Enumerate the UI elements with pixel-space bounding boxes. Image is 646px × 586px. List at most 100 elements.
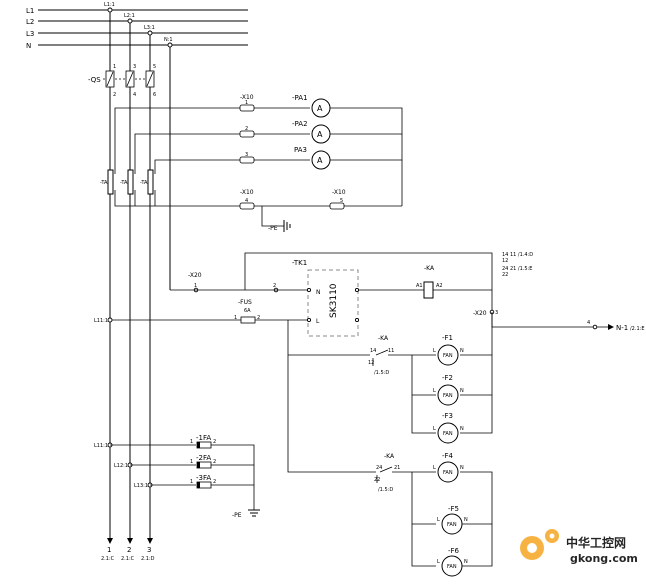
- fa1-label: -1FA: [196, 434, 211, 442]
- arrow-3-icon: [147, 538, 153, 544]
- ct-2-label: -TA: [120, 180, 128, 186]
- qs-blade-1: [106, 71, 114, 87]
- f4-label: -F4: [442, 452, 454, 460]
- ka1-label: -KA: [378, 335, 389, 342]
- contact-ref-3: 24 21 /1.5:E: [502, 266, 532, 272]
- qs-blade-3: [146, 71, 154, 87]
- bottom-num-2: 2: [127, 546, 131, 554]
- tap-l1: [107, 7, 113, 13]
- l13-label: L13:1: [134, 483, 148, 489]
- pa-return-2: [330, 134, 403, 161]
- pa1-label: -PA1: [292, 94, 308, 102]
- ka1-contact: [375, 349, 389, 356]
- fan-6-l: L: [437, 559, 440, 565]
- fan-6-n: N: [464, 559, 468, 565]
- fan-l-45: [411, 472, 436, 525]
- fa-branch: L11:1 L12:1 L13:1 -1FA -2FA -3FA 1 2 1 2…: [94, 434, 260, 519]
- fan-l-56: [411, 524, 436, 567]
- fan-l-23: [411, 395, 436, 434]
- fus-n1: 1: [234, 315, 237, 321]
- fa3-n2: 2: [213, 479, 216, 485]
- ammeter-2-sym: A: [317, 130, 323, 139]
- x20-n2: 2: [273, 283, 276, 289]
- out-ref: /2.1:E: [630, 326, 644, 332]
- bottom-num-1: 1: [107, 546, 111, 554]
- bus-l2-label: L2: [26, 18, 34, 26]
- x20r-n: 3: [495, 310, 498, 316]
- fus-label: -FUS: [238, 299, 252, 306]
- l11-tap: [107, 317, 113, 323]
- ka2-n1: 24: [376, 465, 382, 471]
- tap-n: [167, 42, 173, 48]
- l11-label: L11:1: [94, 318, 108, 324]
- ka2-feed: [287, 355, 376, 473]
- fan-1-icon: [437, 344, 459, 366]
- x10b-label: -X10: [240, 189, 254, 196]
- fan-circuit: -KA 14 11 12 /1.5:D -F1 -F2 -F3 FAN FAN …: [287, 320, 493, 577]
- ct2-wire: [134, 133, 240, 174]
- fa1-n1: 1: [190, 439, 193, 445]
- ammeters: -X10 1 2 3 -PA1 -PA2 PA3 A A A -X10 4 -X…: [239, 94, 403, 232]
- bottom-num-3: 3: [147, 546, 151, 554]
- ka2-n2: 21: [394, 465, 400, 471]
- fan-n-56: [460, 524, 493, 567]
- fan-1-n: N: [460, 348, 464, 354]
- ka-coil-icon: [423, 281, 434, 299]
- f6-label: -F6: [448, 547, 460, 555]
- x20-label: -X20: [188, 272, 202, 279]
- fan-5-icon: [441, 513, 463, 535]
- qs-blade-2: [126, 71, 134, 87]
- x10b2-label: -X10: [332, 189, 346, 196]
- tk-label: -TK1: [292, 259, 307, 267]
- fa-link-23: [211, 465, 255, 486]
- pe2-label: -PE: [232, 512, 242, 519]
- fan-6-icon: [441, 555, 463, 577]
- gear-icon: [520, 529, 559, 560]
- pa-return-1: [330, 107, 403, 135]
- f2-label: -F2: [442, 374, 453, 382]
- tap-l3: [147, 30, 153, 36]
- arrow-2-icon: [127, 538, 133, 544]
- out-num: 4: [587, 320, 590, 326]
- contact-ref-1: 14 11 /1.4:D: [502, 252, 533, 258]
- fus-n2: 2: [257, 315, 260, 321]
- fan-5-sym: FAN: [447, 522, 457, 528]
- qs-p3: 3: [133, 64, 136, 70]
- pe1-label: -PE: [268, 225, 278, 232]
- fa2-n2: 2: [213, 459, 216, 465]
- bus-n-label: N: [26, 42, 31, 50]
- sk-n-label: N: [316, 289, 321, 296]
- x20r-label: -X20: [473, 310, 487, 317]
- ammeter-1-sym: A: [317, 104, 323, 113]
- ct-2: [127, 169, 134, 195]
- x20-n1: 1: [194, 283, 197, 289]
- watermark-title: 中华工控网: [566, 535, 626, 550]
- tap-l1-label: L1:1: [104, 2, 115, 8]
- pa3-label: PA3: [294, 146, 307, 154]
- tap-l2-label: L2:1: [124, 13, 135, 19]
- ka2-label: -KA: [384, 453, 395, 460]
- fa3-label: -3FA: [196, 474, 211, 482]
- qs-label: -QS: [88, 76, 101, 84]
- fan-4-icon: [437, 461, 459, 483]
- fan-4-l: L: [433, 465, 436, 471]
- out-arrow-icon: [608, 324, 614, 330]
- x10-n5: 5: [340, 198, 343, 204]
- qs-switch: -QS 1 3 5 2 4 6: [88, 64, 156, 98]
- x10-n1: 1: [245, 100, 248, 106]
- ka1-n1: 14: [370, 348, 376, 354]
- fan-3-l: L: [433, 426, 436, 432]
- fan-4-n: N: [460, 465, 464, 471]
- fa3-mark: [197, 482, 200, 488]
- fan-2-l: L: [433, 388, 436, 394]
- pe1-wire: [261, 206, 284, 227]
- fan-n-45: [460, 471, 493, 525]
- ct-3: [147, 169, 154, 195]
- out-label: N-1: [616, 324, 628, 332]
- fan-4-sym: FAN: [443, 470, 453, 476]
- fus-rating: 6A: [244, 308, 251, 314]
- fa3-n1: 1: [190, 479, 193, 485]
- fan-3-sym: FAN: [443, 431, 453, 437]
- fan-1-l: L: [433, 348, 436, 354]
- fan-2-icon: [437, 384, 459, 406]
